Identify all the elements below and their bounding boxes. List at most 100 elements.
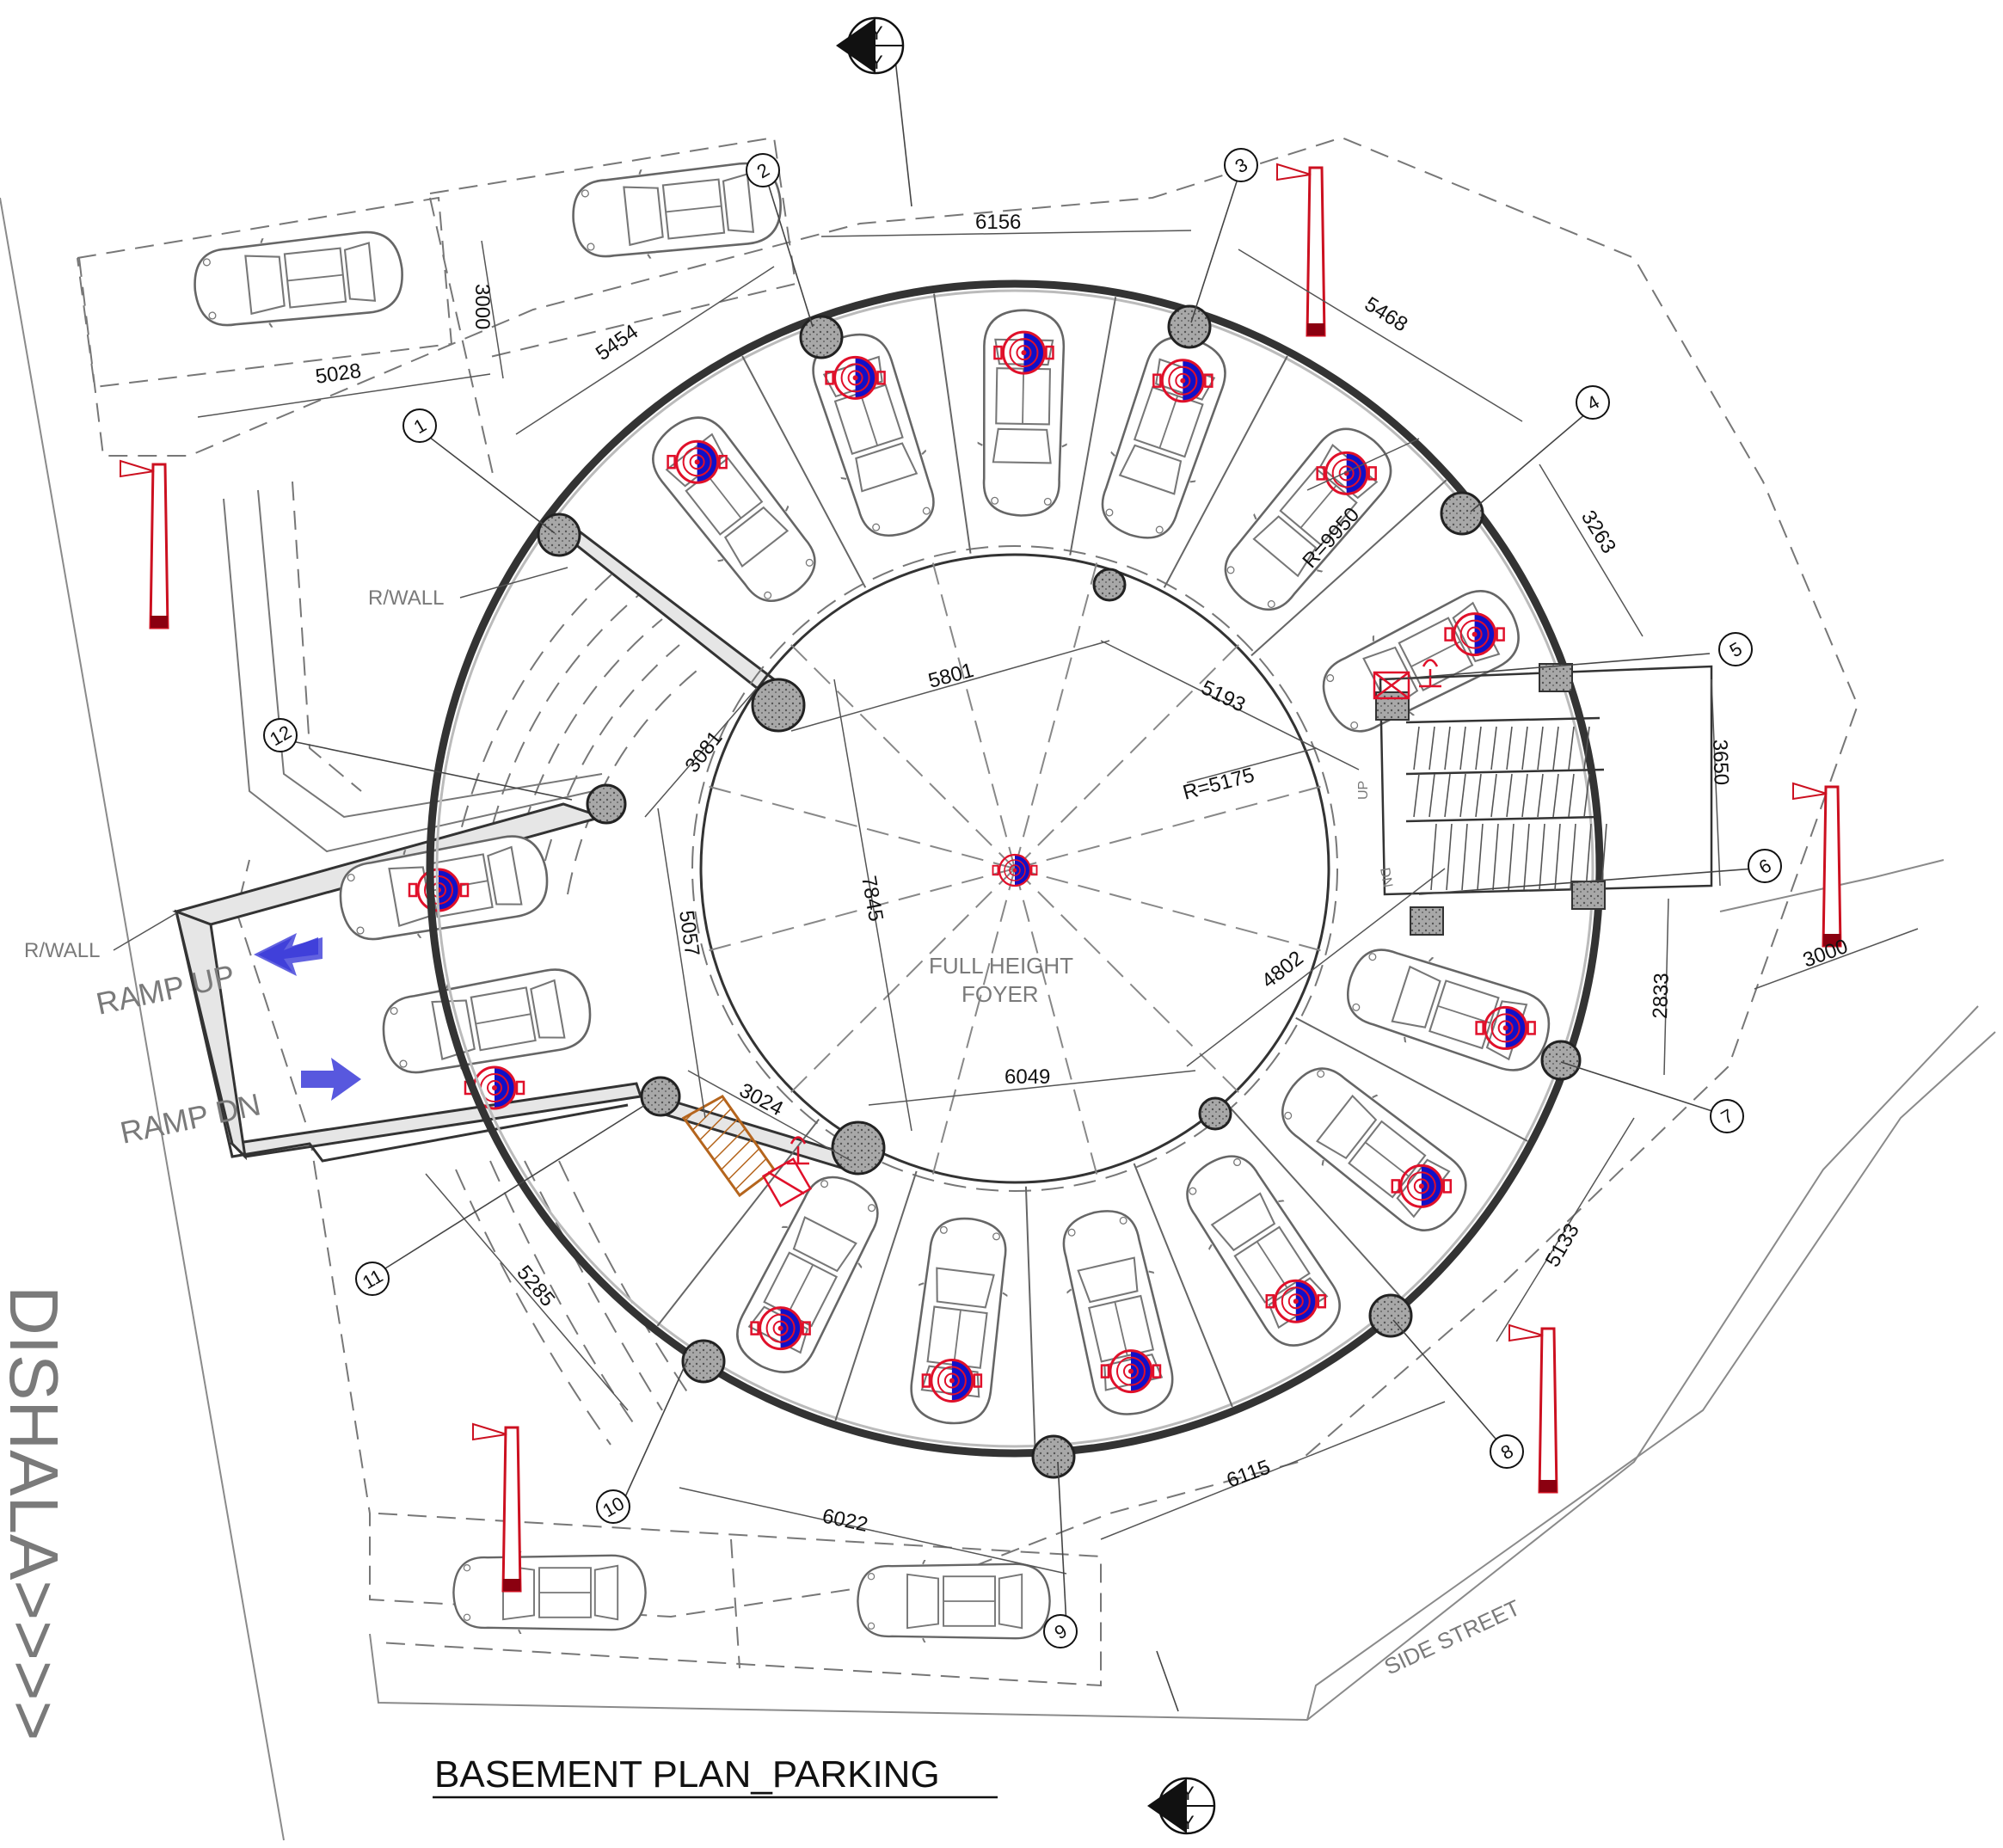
bay-divider	[1226, 1104, 1404, 1301]
dim-5028: 5028	[314, 359, 363, 389]
radial-spoke	[1014, 642, 1241, 869]
radial-spoke	[1014, 785, 1323, 869]
stair-tread	[1429, 726, 1435, 771]
dim-2833: 2833	[1649, 973, 1674, 1019]
round-column-icon	[751, 678, 806, 733]
dim-3000b: 3000	[1800, 935, 1851, 973]
car-topview-icon	[1168, 1138, 1358, 1364]
site-boundary-solid	[0, 197, 1996, 1841]
street-pole-icon	[120, 459, 169, 629]
radial-spoke	[1014, 561, 1098, 869]
bay-divider	[1069, 297, 1117, 556]
car-topview-icon	[1334, 934, 1563, 1084]
grid-marker-4: 4	[1576, 385, 1610, 420]
car-topview-icon	[634, 399, 834, 620]
street-pole-icon	[1276, 163, 1326, 337]
car-bot-1	[452, 1550, 647, 1634]
stair-dn-label: DN	[1377, 867, 1395, 889]
plan-title: BASEMENT PLAN_PARKING	[434, 1753, 940, 1796]
stair-tread	[1554, 823, 1561, 891]
stair-tread	[1583, 773, 1590, 818]
foyer-dashed-circle	[691, 545, 1338, 1192]
stair-tread	[1475, 726, 1482, 771]
rwall-leader-left	[113, 912, 177, 951]
grid-marker-7: 7	[1710, 1099, 1744, 1133]
stair-tread	[1475, 773, 1482, 818]
radial-spoke	[931, 561, 1016, 869]
round-column-icon	[1540, 1040, 1582, 1081]
grid-marker-11: 11	[355, 1262, 390, 1296]
radial-spoke	[1014, 868, 1323, 952]
dim-5057: 5057	[674, 909, 704, 958]
car-topview-icon	[1263, 1049, 1484, 1249]
dishala-label: DISHALA>>>>	[0, 1286, 72, 1741]
round-column-icon	[586, 783, 627, 825]
ring-car	[976, 308, 1070, 518]
grid-marker-8: 8	[1490, 1434, 1524, 1469]
round-column-icon	[640, 1076, 681, 1117]
stair-tread	[1552, 726, 1559, 771]
bay-divider	[1133, 1163, 1233, 1408]
round-column-icon	[1031, 1434, 1076, 1479]
ring-car	[1263, 1049, 1484, 1249]
dim-3263: 3263	[1576, 507, 1620, 558]
rwall-label-top: R/WALL	[368, 586, 444, 610]
car-topview-icon	[720, 1160, 896, 1389]
dim-4802: 4802	[1257, 947, 1308, 993]
dim-3024: 3024	[735, 1078, 787, 1120]
ring-car	[1086, 323, 1240, 552]
car-topview-icon	[1086, 323, 1240, 552]
dim-7845: 7845	[857, 874, 888, 923]
stair-tread	[1521, 726, 1528, 771]
site-boundary	[78, 136, 1859, 1618]
stair-tread	[1568, 773, 1575, 818]
foyer-label-line-2: FOYER	[962, 981, 1039, 1007]
bay-divider	[1163, 355, 1288, 588]
radial-spoke	[1014, 868, 1098, 1176]
grid-marker-3: 3	[1224, 148, 1258, 182]
bottom-parking-bays	[378, 1513, 1102, 1687]
radial-spoke	[707, 868, 1016, 952]
stair-tread	[1539, 823, 1545, 891]
radial-spoke	[707, 785, 1016, 869]
car-ul-1	[188, 224, 409, 335]
center-target-icon	[992, 853, 1038, 887]
stair-tread	[1430, 823, 1437, 891]
section-marker-bottom-icon: Y Y	[1147, 1777, 1216, 1835]
grid-marker-1: 1	[402, 408, 437, 443]
parking-bay-lines	[656, 293, 1528, 1449]
dim-5193: 5193	[1197, 676, 1249, 717]
car-topview-icon	[1050, 1200, 1185, 1425]
stair-tread	[1461, 823, 1468, 891]
car-topview-icon	[1306, 574, 1535, 750]
ring-car	[1306, 574, 1535, 750]
stair-tread	[1601, 823, 1607, 891]
stair-tread	[1523, 823, 1530, 891]
stair-tread	[1444, 726, 1451, 771]
dim-6049: 6049	[1005, 1065, 1050, 1089]
ring-car	[1334, 934, 1563, 1084]
rwall-label-left: R/WALL	[24, 939, 100, 962]
round-column-icon	[1440, 491, 1484, 536]
ramp-lanes	[223, 481, 603, 853]
stair-tread	[1506, 726, 1513, 771]
section-marker-top-label-2: Y	[870, 52, 883, 73]
radius-inner-label: R=5175	[1181, 764, 1257, 805]
round-column-icon	[831, 1120, 886, 1176]
rwall-leader-top	[459, 567, 568, 599]
side-street-label: SIDE STREET	[1380, 1594, 1524, 1679]
bay-divider	[933, 293, 972, 554]
stair-tread	[1413, 726, 1420, 771]
street-pole-icon	[472, 1422, 522, 1593]
dim-5285: 5285	[512, 1262, 559, 1311]
stair-tread	[1477, 823, 1484, 891]
outer-ring	[426, 279, 1604, 1458]
bay-divider	[1250, 479, 1447, 657]
dim-6115: 6115	[1224, 1456, 1274, 1493]
stair-tread	[1459, 773, 1466, 818]
dim-6022: 6022	[820, 1504, 870, 1537]
grid-marker-10: 10	[596, 1489, 630, 1524]
dim-3000a: 3000	[470, 284, 494, 329]
grid-marker-9: 9	[1043, 1614, 1078, 1648]
